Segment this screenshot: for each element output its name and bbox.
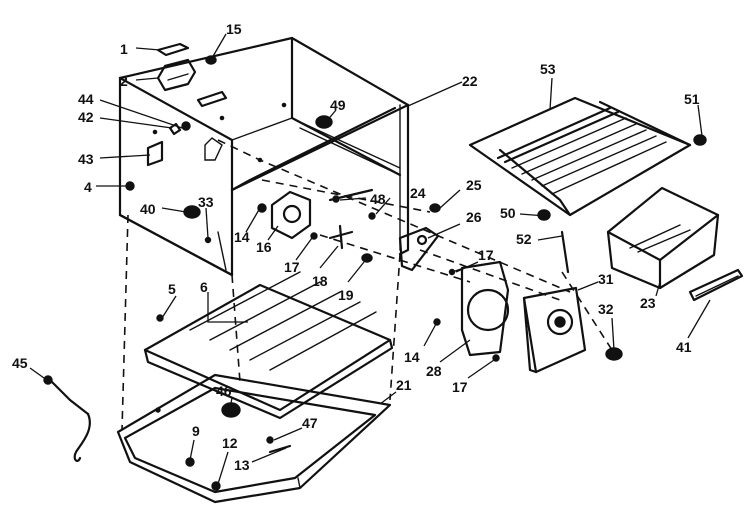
callout-50: 50	[500, 205, 516, 221]
callout-14a: 14	[234, 229, 250, 245]
callout-26: 26	[466, 209, 482, 225]
callout-52: 52	[516, 231, 532, 247]
callout-21: 21	[396, 377, 412, 393]
callout-25: 25	[466, 177, 482, 193]
callout-47: 47	[302, 415, 318, 431]
callout-41: 41	[676, 339, 692, 355]
callout-17a: 17	[284, 259, 300, 275]
callout-15: 15	[226, 21, 242, 37]
crisper-drawer-part	[606, 186, 744, 302]
callout-33: 33	[198, 194, 214, 210]
callout-48: 48	[370, 191, 386, 207]
callout-14b: 14	[404, 349, 420, 365]
callout-12: 12	[222, 435, 238, 451]
callout-19: 19	[338, 287, 354, 303]
liner-box-part	[118, 36, 410, 277]
callout-43: 43	[78, 151, 94, 167]
callout-44: 44	[78, 91, 94, 107]
callout-22: 22	[462, 73, 478, 89]
callout-2: 2	[120, 73, 128, 89]
callout-40: 40	[140, 201, 156, 217]
callout-1: 1	[120, 41, 128, 57]
callout-49: 49	[330, 97, 346, 113]
callout-9: 9	[192, 423, 200, 439]
callout-5: 5	[168, 281, 176, 297]
callout-51: 51	[684, 91, 700, 107]
small-parts-top-left	[125, 42, 333, 244]
callout-28: 28	[426, 363, 442, 379]
callout-16: 16	[256, 239, 272, 255]
callout-17b: 17	[478, 247, 494, 263]
callout-42: 42	[78, 109, 94, 125]
callout-labels: 1 2 15 44 42 43 4 40 33 49 22 53 51 14 1…	[12, 21, 700, 473]
assembly-guide-lines	[121, 139, 613, 431]
callout-45: 45	[12, 355, 28, 371]
callout-4: 4	[84, 179, 92, 195]
callout-32: 32	[598, 301, 614, 317]
callout-17c: 17	[452, 379, 468, 395]
heater-wire-part	[43, 375, 91, 462]
evaporator-plate-part	[143, 271, 394, 420]
callout-18: 18	[312, 273, 328, 289]
callout-24: 24	[410, 185, 426, 201]
drain-pan-part	[116, 373, 392, 504]
fan-shroud-part	[433, 260, 510, 362]
callout-23: 23	[640, 295, 656, 311]
callout-13: 13	[234, 457, 250, 473]
callout-31: 31	[598, 271, 614, 287]
evaporator-cover-part	[522, 286, 623, 374]
callout-leader-lines	[29, 33, 711, 485]
callout-6: 6	[200, 279, 208, 295]
callout-46: 46	[216, 383, 232, 399]
callout-53: 53	[540, 61, 556, 77]
wire-shelf-part	[468, 96, 707, 274]
